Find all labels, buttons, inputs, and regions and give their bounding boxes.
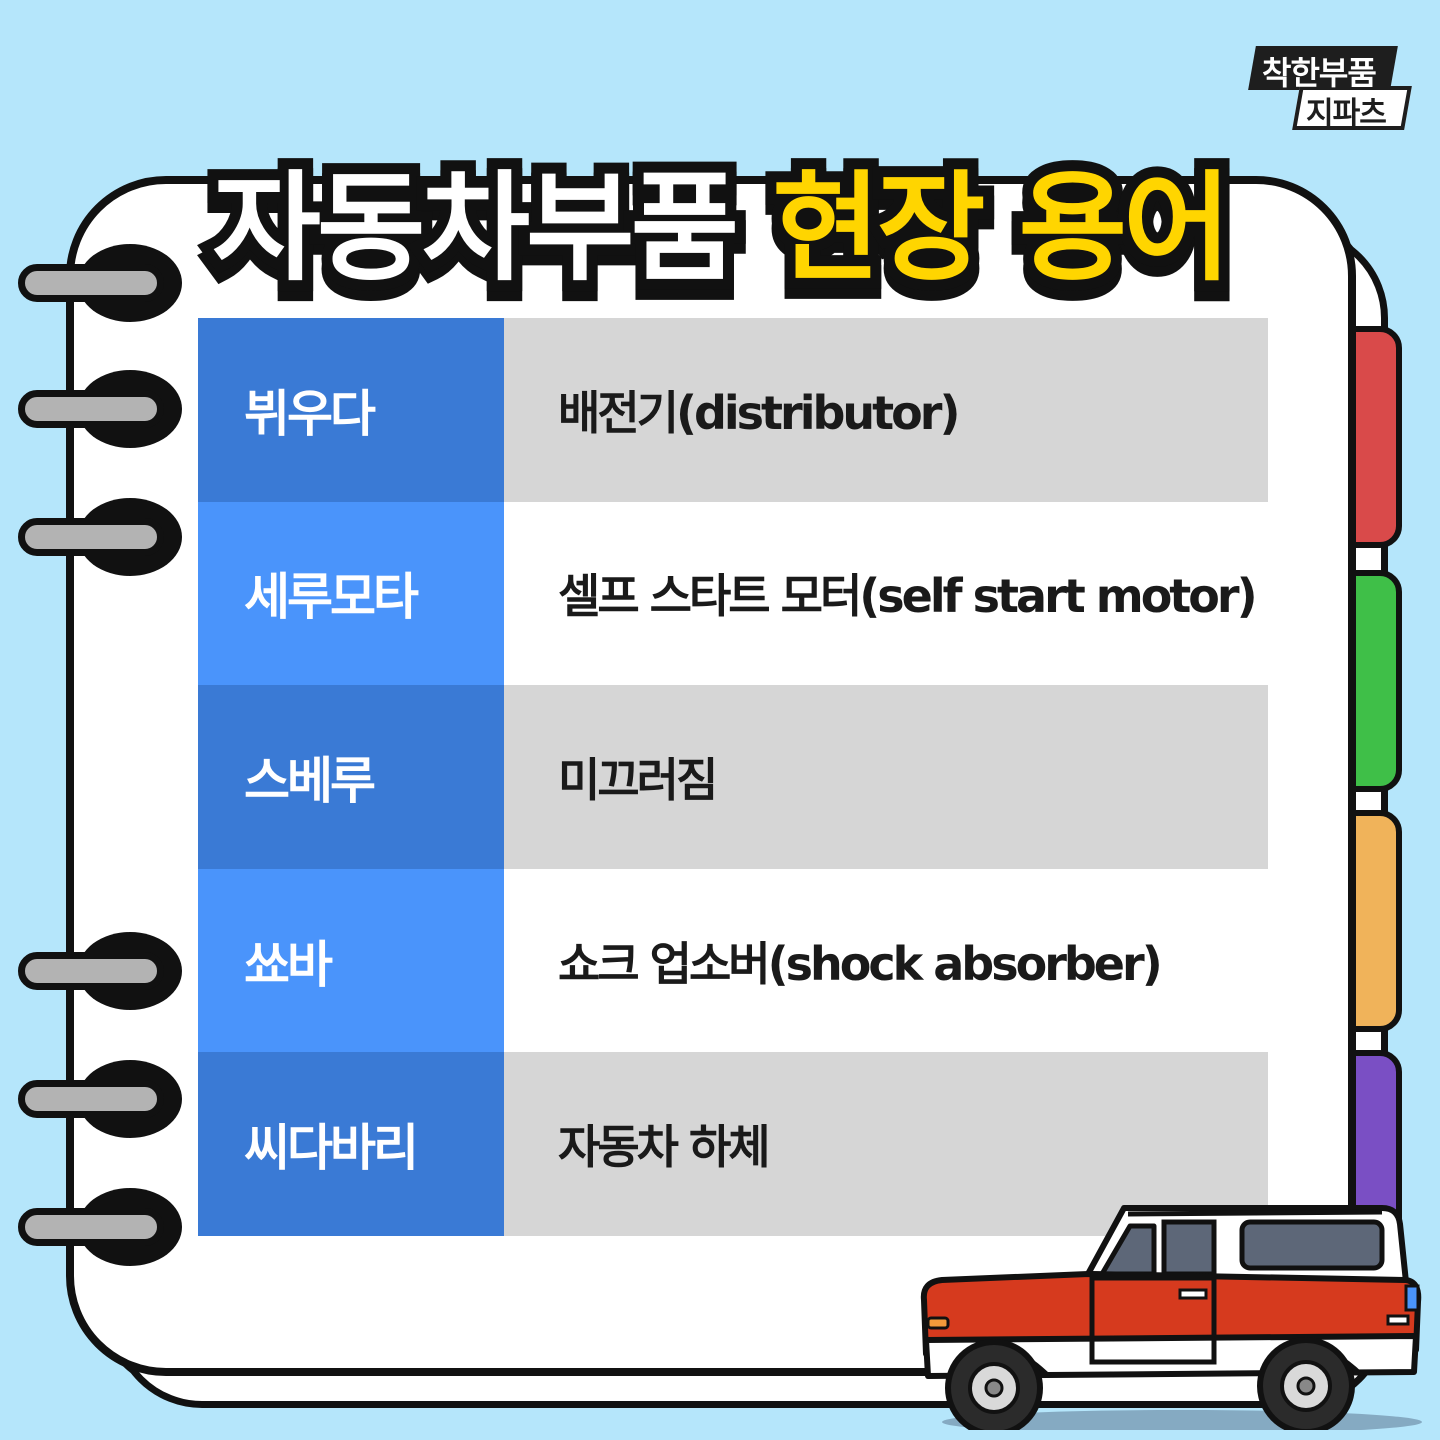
spiral-ring-icon [18, 498, 182, 576]
spiral-ring-icon [18, 1060, 182, 1138]
table-row: 뷔우다 배전기(distributor) [198, 318, 1268, 502]
page-title: 자동차부품 현장 용어 자동차부품 현장 용어 [201, 148, 1242, 318]
spiral-ring-icon [18, 1188, 182, 1266]
term-cell: 세루모타 [198, 501, 504, 686]
meaning-cell: 미끄러짐 [504, 685, 1268, 869]
meaning-cell: 쇼크 업소버(shock absorber) [504, 868, 1268, 1053]
brand-line2: 지파츠 [1306, 96, 1387, 131]
spiral-ring-icon [18, 244, 182, 322]
spiral-ring-icon [18, 932, 182, 1010]
title-part1: 자동차부품 [201, 148, 750, 308]
table-row: 쑈바 쇼크 업소버(shock absorber) [198, 868, 1268, 1053]
title-part2: 현장 용어 [761, 148, 1242, 308]
term-cell: 뷔우다 [198, 318, 504, 502]
term-cell: 스베루 [198, 685, 504, 869]
table-row: 스베루 미끄러짐 [198, 685, 1268, 869]
table-row: 세루모타 셀프 스타트 모터(self start motor) [198, 501, 1268, 686]
meaning-cell: 셀프 스타트 모터(self start motor) [504, 501, 1268, 686]
brand-line1: 착한부품 [1262, 54, 1377, 92]
car-illustration [920, 1205, 1422, 1430]
meaning-cell: 배전기(distributor) [504, 318, 1268, 502]
term-cell: 쑈바 [198, 868, 504, 1053]
terms-table: 뷔우다 배전기(distributor) 세루모타 셀프 스타트 모터(self… [198, 318, 1268, 1236]
term-cell: 씨다바리 [198, 1052, 504, 1236]
spiral-ring-icon [18, 370, 182, 448]
